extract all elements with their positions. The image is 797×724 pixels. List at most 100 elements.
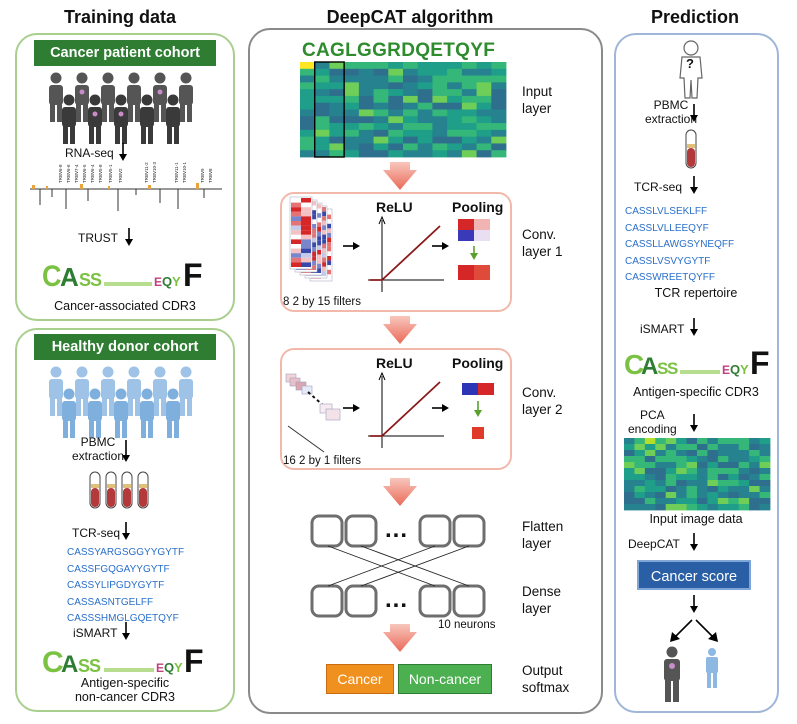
heatmap-cell xyxy=(314,116,330,124)
svg-text:Q: Q xyxy=(164,660,174,675)
heatmap-cell xyxy=(358,95,374,104)
algorithm-panel xyxy=(248,28,603,714)
heatmap-cell xyxy=(329,136,345,144)
heatmap-cell xyxy=(634,486,646,493)
input-sequence: CAGLGGRDQETQYF xyxy=(302,40,496,61)
heatmap-cell xyxy=(417,129,433,138)
heatmap-cell xyxy=(655,504,667,511)
test-tubes-icon xyxy=(89,471,149,509)
heatmap-cell xyxy=(697,480,708,487)
svg-text:TRBV6-4: TRBV6-4 xyxy=(90,164,95,183)
heatmap-cell xyxy=(329,89,345,97)
svg-text:A: A xyxy=(61,651,78,678)
filters1-label: 8 2 by 15 filters xyxy=(283,296,361,308)
heatmap-cell xyxy=(403,82,419,90)
heatmap-cell xyxy=(624,498,635,505)
heatmap-cell xyxy=(373,123,389,131)
heatmap-cell xyxy=(491,129,507,138)
heatmap-cell xyxy=(432,150,448,158)
heatmap-cell xyxy=(738,444,750,451)
sequence-item: CASSASNTGELFF xyxy=(67,596,154,608)
heatmap-cell xyxy=(749,480,760,487)
heatmap-cell xyxy=(759,486,771,493)
heatmap-cell xyxy=(344,123,360,131)
heatmap-cell xyxy=(759,438,771,445)
heatmap-cell xyxy=(358,75,374,83)
heatmap-cell xyxy=(644,450,656,457)
heatmap-cell xyxy=(329,123,345,131)
heatmap-cell xyxy=(491,150,507,158)
heatmap-cell xyxy=(300,82,316,90)
arrow-right-icon xyxy=(432,242,449,250)
heatmap-cell xyxy=(707,450,719,457)
heatmap-cell xyxy=(344,102,360,110)
heatmap-cell xyxy=(314,62,330,70)
heatmap-cell xyxy=(344,82,360,90)
heatmap-cell xyxy=(738,480,750,487)
filter-cell xyxy=(291,234,301,240)
heatmap-cell xyxy=(388,116,404,124)
heatmap-cell xyxy=(432,136,448,144)
down-arrow-icon xyxy=(383,478,417,506)
filter-cell xyxy=(301,234,311,240)
heatmap-cell xyxy=(344,143,360,151)
svg-text:Y: Y xyxy=(172,274,181,289)
filter-cell xyxy=(301,248,311,254)
heatmap-cell xyxy=(665,480,677,487)
filter-cell xyxy=(291,221,301,226)
heatmap-cell xyxy=(300,68,316,76)
heatmap-cell xyxy=(665,438,677,445)
heatmap-cell xyxy=(417,68,433,76)
heatmap-cell xyxy=(697,444,708,451)
heatmap-cell xyxy=(476,143,492,151)
filter-cell xyxy=(291,198,301,203)
heatmap-cell xyxy=(417,89,433,97)
heatmap-cell xyxy=(476,62,492,70)
heatmap-cell xyxy=(388,143,404,151)
relu-graph-2 xyxy=(368,371,444,448)
heatmap-cell xyxy=(417,102,433,110)
filters2-label: 16 2 by 1 filters xyxy=(283,455,361,467)
dense-label: Dense layer xyxy=(522,584,562,616)
heatmap-cell xyxy=(749,474,760,481)
filter-cell xyxy=(291,225,301,231)
pooling-title-2: Pooling xyxy=(452,355,504,371)
heatmap-cell xyxy=(476,129,492,138)
training-sequence-list: CASSYARGSGGYYGYTF CASSFGQGAYYGYTF CASSYL… xyxy=(67,545,184,628)
heatmap-cell xyxy=(432,129,448,138)
prediction-panel xyxy=(614,33,779,713)
heatmap-cell xyxy=(655,492,667,499)
heatmap-cell xyxy=(447,116,463,124)
svg-text:S: S xyxy=(79,270,91,290)
heatmap-cell xyxy=(491,143,507,151)
heatmap-cell xyxy=(358,143,374,151)
heatmap-cell xyxy=(314,68,330,76)
cancer-score-box: Cancer score xyxy=(637,560,751,590)
svg-text:S: S xyxy=(90,270,102,290)
heatmap-cell xyxy=(476,102,492,110)
heatmap-cell xyxy=(624,438,635,445)
heatmap-cell xyxy=(417,136,433,144)
healthy-person-icon xyxy=(706,648,718,688)
heatmap-cell xyxy=(728,498,740,505)
heatmap-cell xyxy=(676,444,687,451)
heatmap-cell xyxy=(491,102,507,110)
heatmap-cell xyxy=(476,75,492,83)
heatmap-cell xyxy=(634,438,646,445)
heatmap-cell xyxy=(300,129,316,138)
heatmap-cell xyxy=(676,486,687,493)
heatmap-cell xyxy=(344,95,360,104)
svg-text:S: S xyxy=(667,359,678,378)
heatmap-cell xyxy=(388,129,404,138)
heatmap-cell xyxy=(461,150,477,158)
svg-text:A: A xyxy=(641,353,658,380)
heatmap-cell xyxy=(314,143,330,151)
heatmap-cell xyxy=(314,82,330,90)
heatmap-cell xyxy=(676,450,687,457)
test-tube-icon xyxy=(685,129,697,169)
filter-cell xyxy=(291,230,301,235)
heatmap-cell xyxy=(759,504,771,511)
heatmap-cell xyxy=(749,468,760,475)
heatmap-cell xyxy=(300,150,316,158)
arrow-down-icon xyxy=(122,440,130,462)
